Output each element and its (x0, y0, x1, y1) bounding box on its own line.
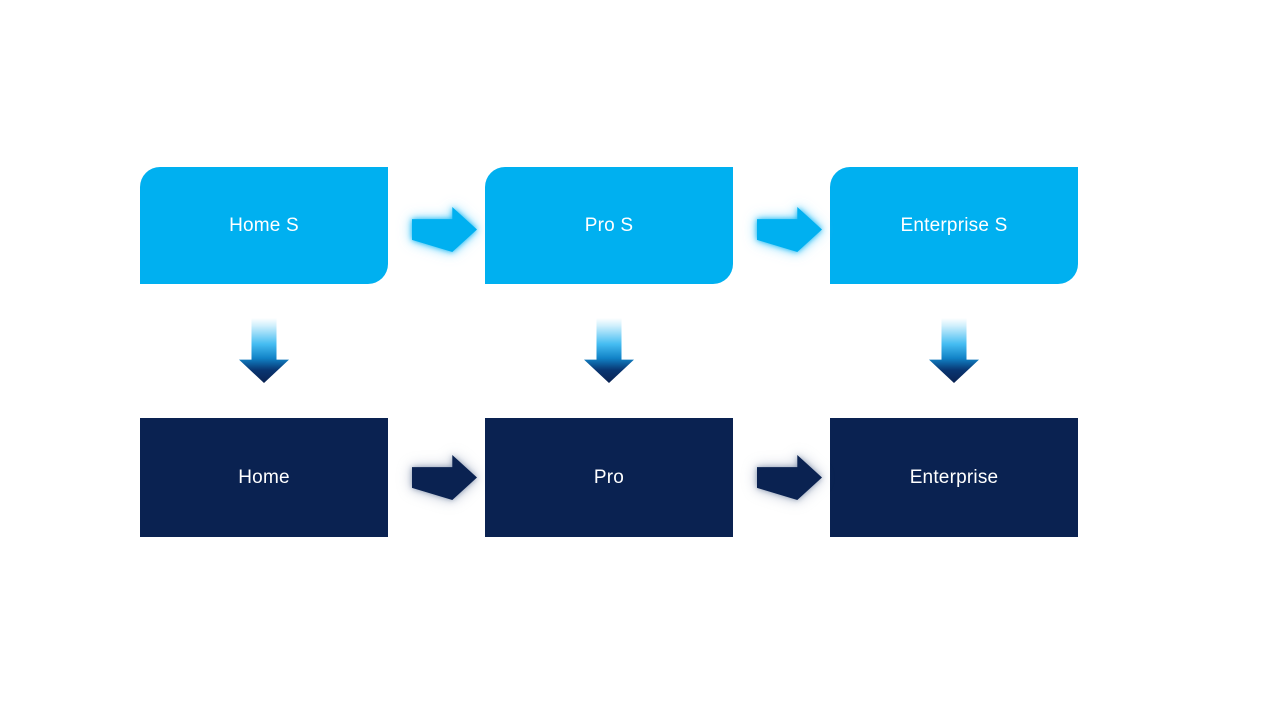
right-arrow-icon (757, 207, 822, 252)
shape-pro-s: Pro S (485, 167, 733, 284)
shape-pro: Pro (485, 418, 733, 537)
shape-label: Home S (229, 214, 299, 236)
shape-label: Pro S (584, 214, 634, 236)
right-arrow-shape (757, 455, 822, 500)
shape-label: Enterprise (909, 466, 999, 488)
down-arrow-icon (929, 318, 979, 383)
shape-label: Pro (593, 466, 625, 488)
shape-enterprise-s: Enterprise S (830, 167, 1078, 284)
right-arrow-icon (412, 207, 477, 252)
shape-home-s: Home S (140, 167, 388, 284)
right-arrow-shape (412, 207, 477, 252)
right-arrow-shape (412, 455, 477, 500)
down-arrow-icon (239, 318, 289, 383)
shape-label: Enterprise S (900, 214, 1008, 236)
right-arrow-icon (757, 455, 822, 500)
down-arrow-icon (584, 318, 634, 383)
shape-enterprise: Enterprise (830, 418, 1078, 537)
right-arrow-shape (757, 207, 822, 252)
shape-label: Home (238, 466, 290, 488)
right-arrow-icon (412, 455, 477, 500)
shape-home: Home (140, 418, 388, 537)
